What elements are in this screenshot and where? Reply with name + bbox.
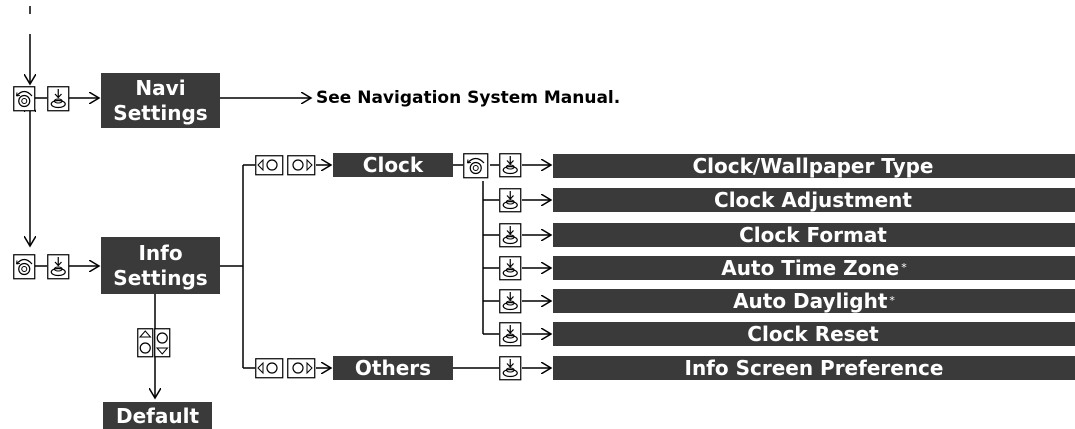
dial-press-icon <box>499 289 522 314</box>
dial-move-left-right-icon <box>255 358 316 379</box>
clock-item-label: Clock Reset <box>747 322 879 346</box>
dial-rotate-icon <box>13 86 36 112</box>
navi-note: See Navigation System Manual. <box>316 88 621 108</box>
others-label: Others <box>354 356 432 380</box>
dial-press-icon <box>499 356 522 381</box>
clock-item-clock-format[interactable]: Clock Format <box>553 223 1075 247</box>
clock-item-label: Clock Format <box>739 223 887 247</box>
clock-item-clock-adjustment[interactable]: Clock Adjustment <box>553 188 1075 212</box>
dial-press-icon <box>499 188 522 213</box>
clock-box[interactable]: Clock <box>333 153 453 177</box>
dial-rotate-icon <box>13 254 36 280</box>
clock-label: Clock <box>362 153 424 177</box>
dial-press-icon <box>499 322 522 347</box>
clock-item-clock-reset[interactable]: Clock Reset <box>553 322 1075 346</box>
info-settings-box[interactable]: Info Settings <box>101 237 220 294</box>
default-label: Default <box>115 403 200 428</box>
clock-item-label: Auto Time Zone <box>721 256 900 280</box>
dial-move-left-right-icon <box>255 155 316 176</box>
others-item-label: Info Screen Preference <box>684 356 944 380</box>
dial-move-up-down-icon <box>137 328 171 358</box>
clock-item-label: Auto Daylight <box>733 289 888 313</box>
navi-settings-box[interactable]: Navi Settings <box>101 73 220 128</box>
dial-press-icon <box>47 86 70 112</box>
default-box[interactable]: Default <box>103 402 212 429</box>
clock-item-clock-wallpaper-type[interactable]: Clock/Wallpaper Type <box>553 154 1075 178</box>
clock-item-auto-time-zone[interactable]: Auto Time Zone* <box>553 256 1075 280</box>
clock-item-auto-daylight[interactable]: Auto Daylight* <box>553 289 1075 313</box>
navi-settings-line2: Settings <box>113 100 208 125</box>
clock-item-label: Clock Adjustment <box>714 188 912 212</box>
navi-settings-line1: Navi <box>135 75 186 100</box>
dial-press-icon <box>499 153 522 178</box>
info-settings-line2: Settings <box>113 265 208 290</box>
dial-press-icon <box>499 256 522 281</box>
dial-press-icon <box>499 223 522 248</box>
others-item-info-screen-preference[interactable]: Info Screen Preference <box>553 356 1075 380</box>
others-box[interactable]: Others <box>333 356 453 380</box>
clock-item-label: Clock/Wallpaper Type <box>692 154 934 178</box>
dial-press-icon <box>47 254 70 280</box>
info-settings-line1: Info <box>138 240 183 265</box>
dial-rotate-icon <box>463 153 489 179</box>
